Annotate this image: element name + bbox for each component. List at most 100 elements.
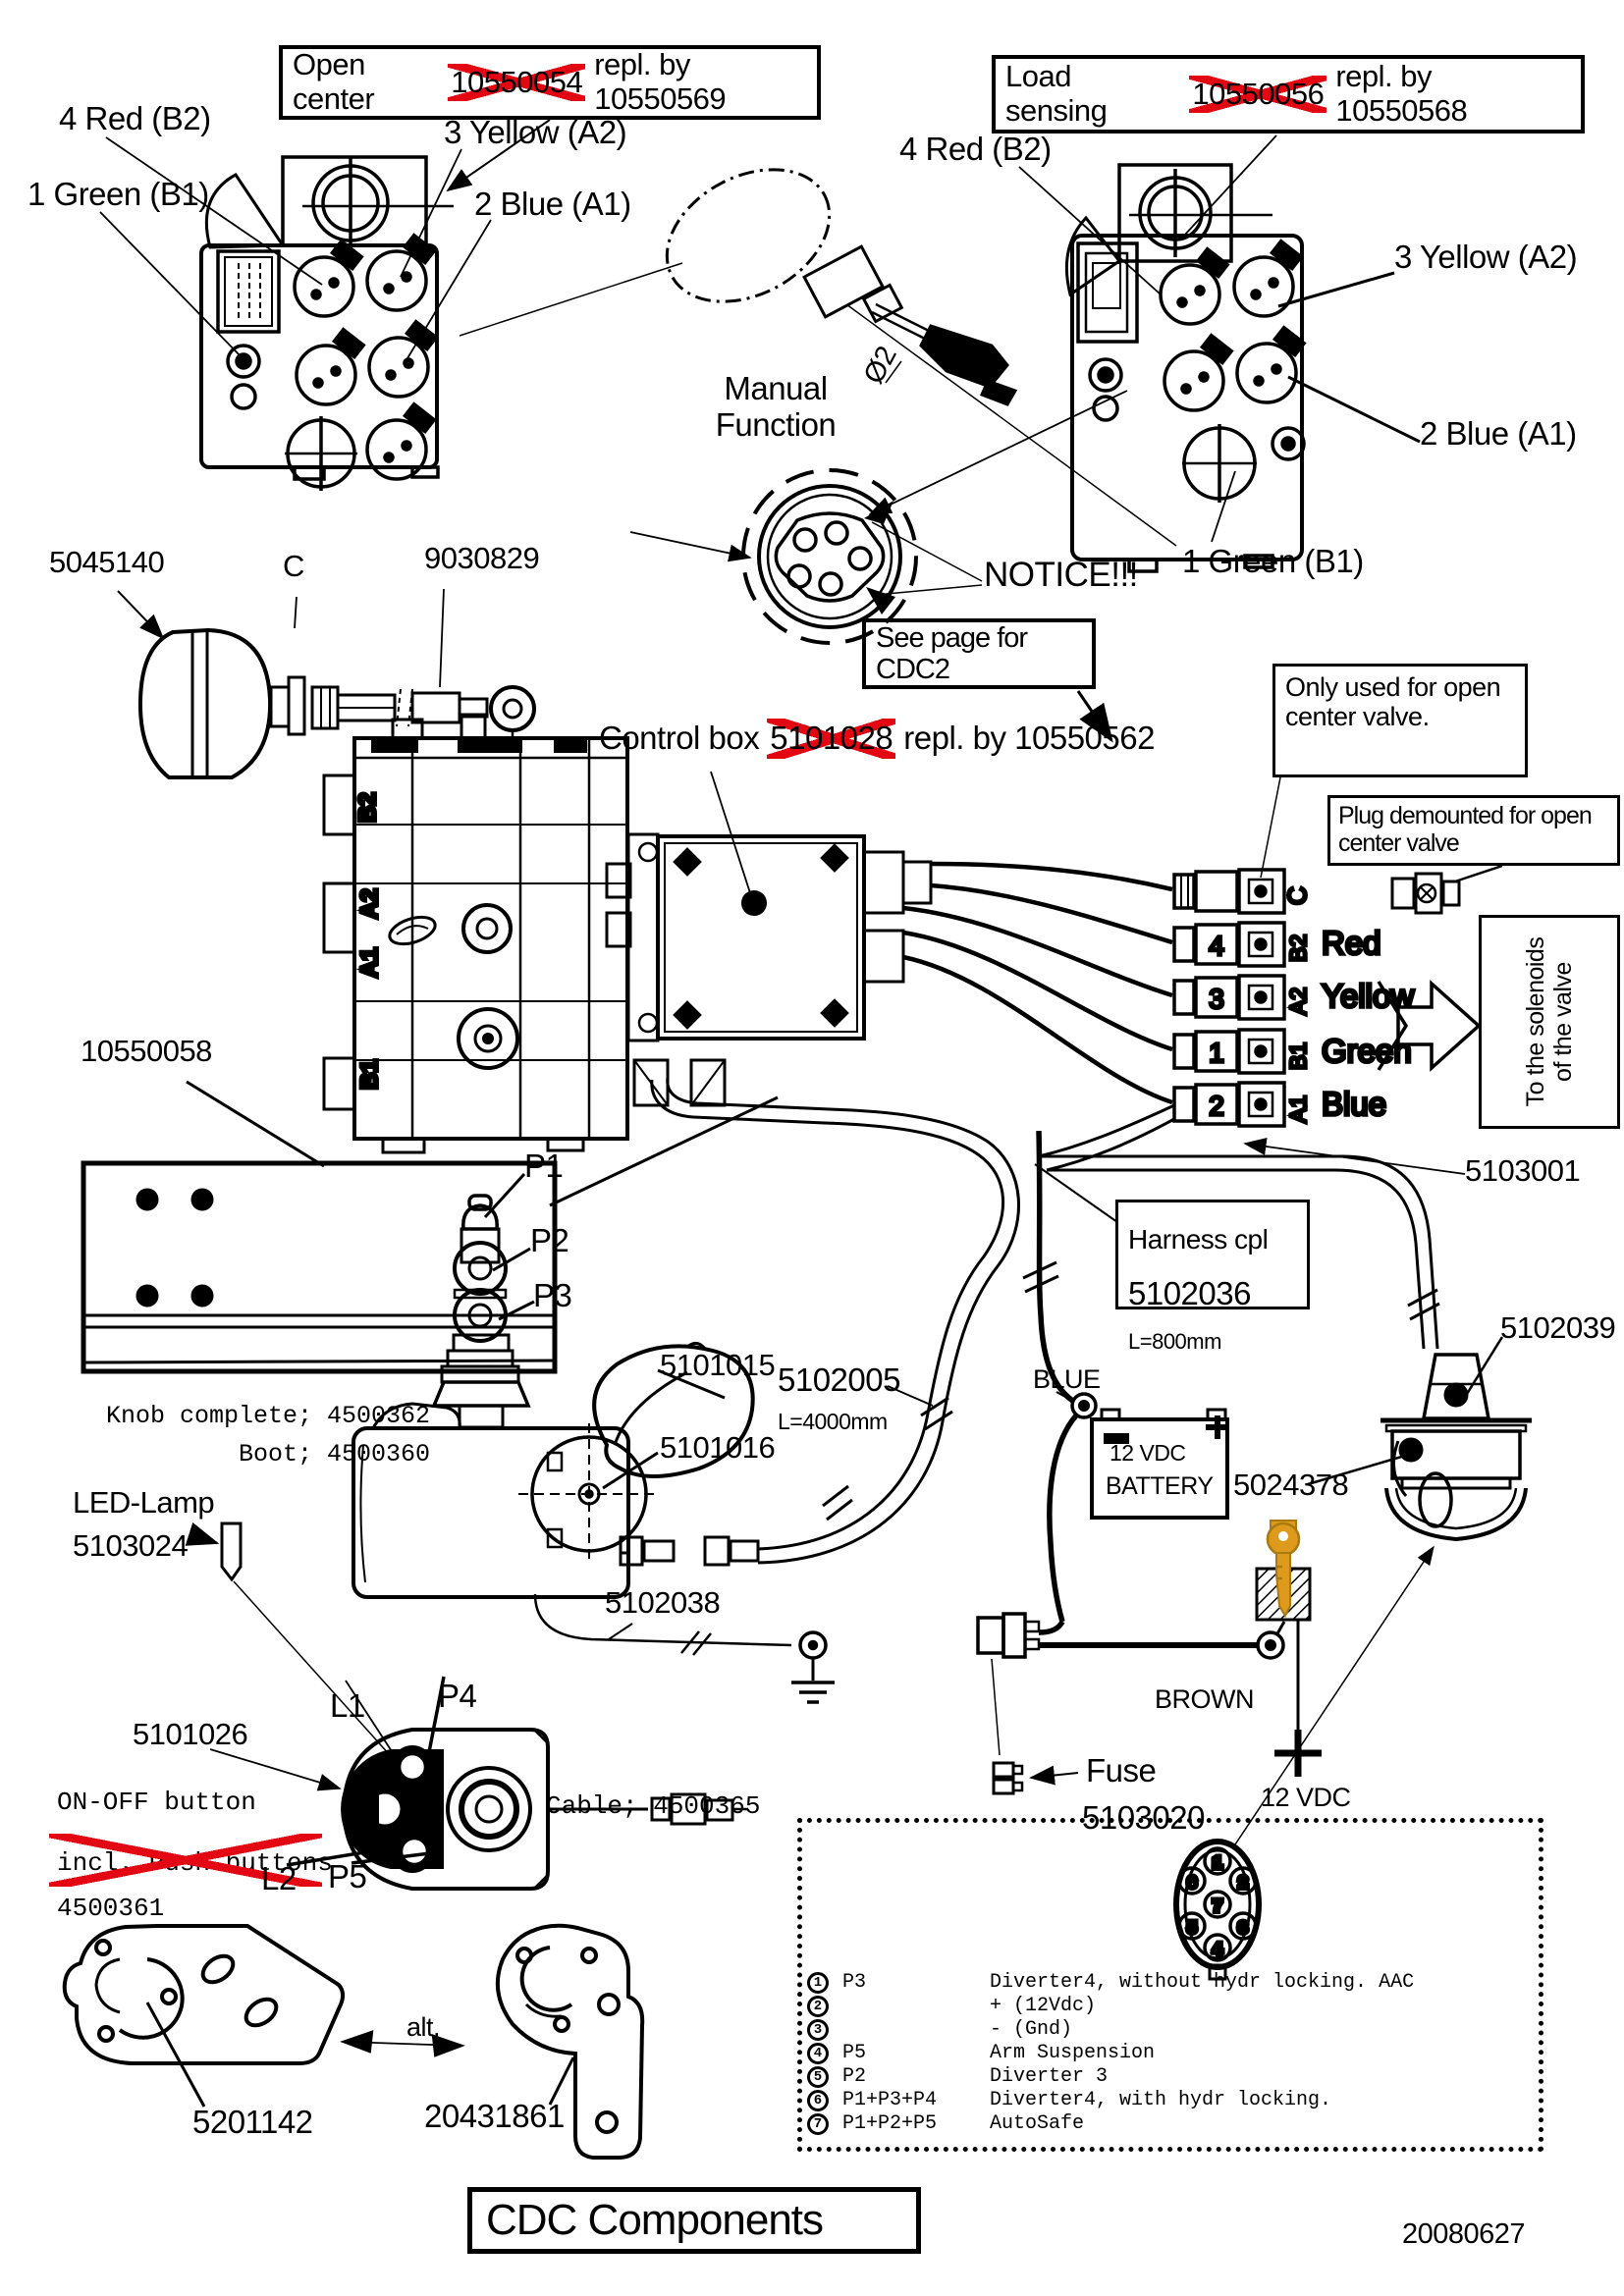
open-center-only-note: Only used for open center valve. (1272, 664, 1528, 777)
keypad-part2: 4500361 (57, 1894, 165, 1923)
valve-left-port-yellow-label: 3 Yellow (A2) (444, 114, 627, 150)
to-solenoids-box (1479, 915, 1620, 1129)
load-sensing-old-part: 10550056 (1189, 76, 1326, 114)
legend-pin: 7 (807, 2112, 829, 2135)
plug-number: 1 (1209, 1038, 1224, 1068)
control-box-old-part: 5101028 (767, 719, 895, 759)
keypad-cable-note: Cable; 4500365 (546, 1791, 761, 1821)
connector-pin-number: 3 (1238, 1918, 1247, 1937)
harness-cpl-length: L=800mm (1128, 1329, 1221, 1355)
leader-lines (1076, 690, 1113, 743)
part-joystick-base: 5101016 (660, 1430, 776, 1465)
red-cross-overlay (49, 1834, 322, 1887)
valve-port-label: A2 (356, 888, 383, 919)
valve-left-port-red-label: 4 Red (B2) (59, 100, 211, 136)
ignition-key-icon (1266, 1520, 1301, 1619)
plug-number: 3 (1209, 984, 1224, 1014)
part-bell-clamp: 5024378 (1233, 1468, 1349, 1502)
power-voltage: 12 VDC (1261, 1783, 1351, 1812)
legend-pin: 1 (807, 1971, 829, 1994)
led-lamp-name: LED-Lamp (73, 1485, 215, 1520)
battery-circuit-drawing (976, 1130, 1322, 1795)
joystick-p2-label: P2 (530, 1222, 569, 1258)
joystick-cable-length: L=4000mm (778, 1409, 888, 1434)
legend-pin: 3 (807, 2018, 829, 2041)
harness-cpl-title: Harness cpl (1128, 1223, 1269, 1255)
valve-open-center-drawing (99, 119, 551, 491)
bracket-plates-drawing (62, 1923, 645, 2160)
wire-color-label: Blue (1322, 1086, 1386, 1122)
connector-pin-number: 1 (1213, 1853, 1221, 1872)
open-center-prefix: Open center (293, 47, 375, 116)
fuse-part: 5103020 (1082, 1799, 1205, 1836)
part-bracket-1: 5201142 (192, 2104, 313, 2140)
plug-letter-c: C (1282, 886, 1312, 905)
to-solenoids-arrow (1377, 980, 1482, 1072)
connector-detail-drawing (629, 390, 1128, 645)
valve-left-port-green-label: 1 Green (B1) (27, 176, 209, 212)
control-box-prefix: Control box (599, 720, 760, 756)
connector-pin-number: 2 (1238, 1873, 1247, 1892)
led-lamp-part: 5103024 (73, 1528, 189, 1563)
wire-harness-bundle (902, 861, 1173, 1105)
legend-pin: 4 (807, 2042, 829, 2064)
connector-pin-number: 5 (1187, 1918, 1196, 1937)
part-harness-solenoids: 5103001 (1465, 1153, 1581, 1188)
wire-color-label: Red (1322, 925, 1381, 961)
legend-connector-drawing: 1 2 3 4 5 6 7 (1173, 1839, 1262, 1981)
legend-pin: 6 (807, 2089, 829, 2111)
valve-left-port-blue-label: 2 Blue (A1) (474, 186, 631, 222)
valve-right-port-green-label: 1 Green (B1) (1182, 543, 1364, 579)
solenoid-plug-stack: 4 3 1 2 C B2 A2 B1 A1 Red Yellow Green B… (1172, 868, 1416, 1128)
connector-pin-number: 6 (1187, 1873, 1196, 1892)
control-box-label: Control box 5101028 repl. by 10550562 (599, 719, 1155, 759)
part-connector-bell: 5102039 (1500, 1310, 1616, 1345)
part-keypad: 5101026 (133, 1717, 248, 1751)
battery-voltage: 12 VDC (1110, 1440, 1186, 1466)
valve-right-port-red-label: 4 Red (B2) (899, 131, 1052, 167)
part-accumulator: 5045140 (49, 545, 165, 579)
see-page-cdc2-box: See page for CDC2 (862, 618, 1096, 689)
fuse-name: Fuse (1086, 1752, 1157, 1789)
keypad-onoff-note: ON-OFF button (57, 1788, 256, 1817)
joystick-p1-label: P1 (524, 1148, 564, 1184)
legend-desc: - (Gnd) (990, 2018, 1073, 2041)
legend-pin: 5 (807, 2065, 829, 2088)
demounted-plug-drawing (1260, 776, 1503, 915)
legend-row: 7 P1+P2+P5 AutoSafe (807, 2112, 1414, 2135)
legend-desc: Diverter 3 (990, 2065, 1109, 2088)
part-ground-cable: 5102038 (605, 1585, 721, 1620)
joystick-p3-label: P3 (533, 1277, 572, 1313)
valve-port-label: B2 (354, 792, 381, 823)
valve-right-port-yellow-label: 3 Yellow (A2) (1394, 239, 1578, 275)
valve-right-port-blue-label: 2 Blue (A1) (1420, 415, 1577, 452)
legend-row: 3 - (Gnd) (807, 2018, 1414, 2041)
plug-number: 2 (1209, 1091, 1224, 1121)
legend-func: P1+P3+P4 (842, 2089, 938, 2111)
alt-label: alt. (406, 2012, 441, 2042)
open-center-replacement: repl. by 10550569 (594, 47, 727, 116)
legend-desc: Arm Suspension (990, 2042, 1156, 2064)
plug-demounted-note: Plug demounted for open center valve (1327, 795, 1620, 866)
control-box-replacement: repl. by 10550562 (903, 720, 1155, 756)
keypad-p4-label: P4 (438, 1678, 477, 1714)
harness-and-bell-drawing (1034, 1103, 1532, 1848)
plug-port: B2 (1285, 934, 1311, 962)
legend-rows: 1 P3 Diverter4, without hydr locking. AA… (807, 1971, 1414, 2135)
plug-port: A1 (1285, 1095, 1311, 1123)
legend-desc: + (12Vdc) (990, 1995, 1097, 2017)
legend-func: P5 (842, 2042, 867, 2064)
valve-port-label: B1 (356, 1059, 383, 1090)
valve-load-sensing-drawing (1018, 134, 1421, 573)
legend-func: P1+P2+P5 (842, 2112, 938, 2135)
keypad-drawing (185, 1522, 748, 1891)
legend-row: 2 + (12Vdc) (807, 1995, 1414, 2017)
load-sensing-replacement: repl. by 10550568 (1335, 59, 1468, 128)
load-sensing-title-box: Load sensing 10550056 repl. by 10550568 (992, 55, 1585, 133)
keypad-p5-label: P5 (328, 1858, 367, 1895)
to-solenoids-note: To the solenoids of the valve (1522, 936, 1577, 1107)
joystick-drawing (352, 1172, 755, 1599)
connector-pin-number: 7 (1213, 1896, 1221, 1915)
